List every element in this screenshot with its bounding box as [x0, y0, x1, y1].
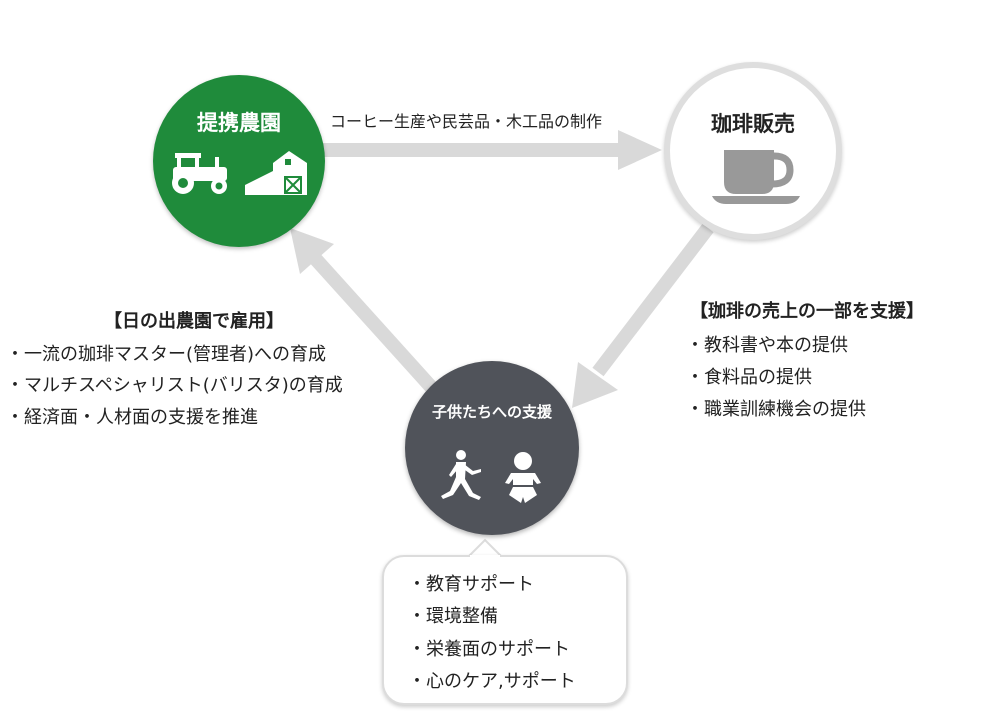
right-block-item: ・教科書や本の提供 — [686, 335, 848, 356]
coffee-cup-icon — [712, 150, 800, 204]
farm-title: 提携農園 — [197, 111, 281, 135]
barn-icon — [245, 151, 307, 195]
tractor-icon — [172, 153, 227, 194]
bubble-item: ・栄養面のサポート — [408, 639, 570, 660]
coffee-sales-title: 珈琲販売 — [711, 112, 795, 136]
left-block-item: ・一流の珈琲マスター(管理者)への育成 — [6, 344, 327, 365]
left-block-heading: 【日の出農園で雇用】 — [104, 311, 284, 332]
children-support-node: 子供たちへの支援 — [405, 361, 579, 535]
right-block-item: ・職業訓練機会の提供 — [686, 399, 866, 420]
baby-icon — [505, 452, 541, 503]
farm-to-sales-label: コーヒー生産や民芸品・木工品の制作 — [330, 112, 603, 131]
arrow-children-to-farm — [290, 228, 438, 393]
farm-node: 提携農園 — [153, 75, 325, 247]
coffee-sales-node: 珈琲販売 — [664, 62, 842, 240]
arrow-sales-to-children — [572, 223, 714, 408]
support-details-bubble: ・教育サポート ・環境整備 ・栄養面のサポート ・心のケア,サポート — [382, 555, 628, 705]
bubble-item: ・心のケア,サポート — [408, 671, 576, 692]
bubble-item: ・環境整備 — [408, 606, 498, 627]
left-block-item: ・マルチスペシャリスト(バリスタ)の育成 — [6, 375, 343, 396]
bubble-item: ・教育サポート — [408, 574, 534, 595]
left-block-item: ・経済面・人材面の支援を推進 — [6, 407, 258, 428]
children-support-title: 子供たちへの支援 — [431, 403, 552, 421]
running-child-icon — [441, 450, 481, 500]
arrow-farm-to-sales — [322, 130, 662, 170]
right-block-heading: 【珈琲の売上の一部を支援】 — [690, 301, 924, 322]
right-block-item: ・食料品の提供 — [686, 367, 812, 388]
